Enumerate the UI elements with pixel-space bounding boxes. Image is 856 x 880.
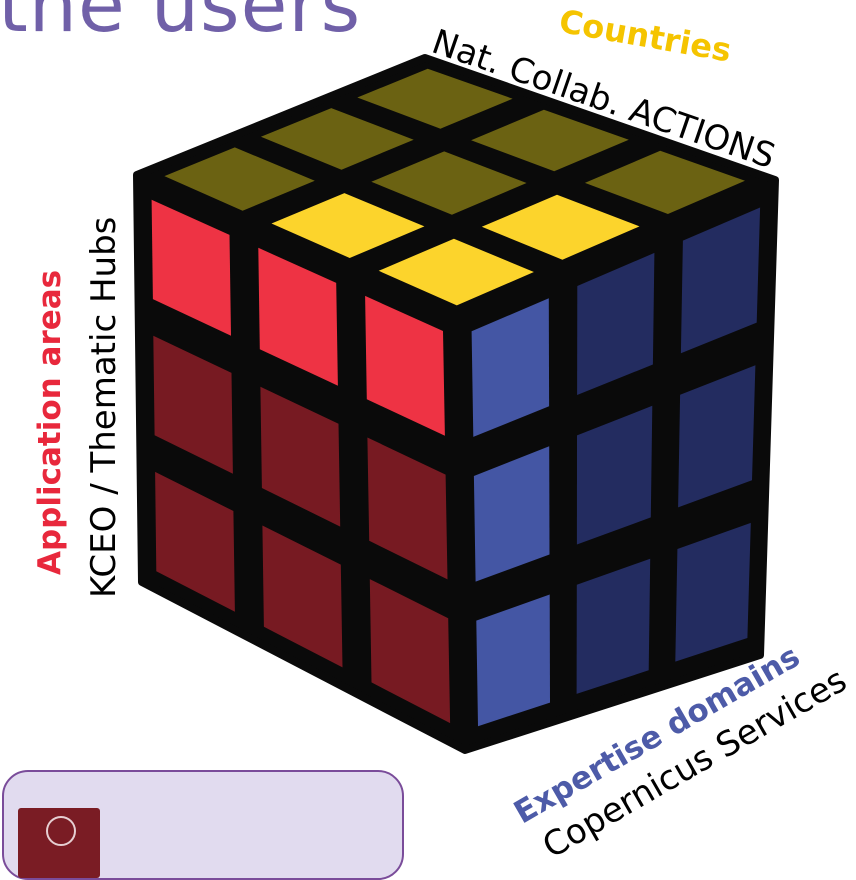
top-face-sticker-2-2 <box>378 238 534 306</box>
kceo-thematic-hubs-label: KCEO / Thematic Hubs <box>84 216 124 598</box>
application-areas-label: Application areas <box>32 269 68 575</box>
front-face-sticker-0-0 <box>151 199 231 336</box>
top-face-sticker-0-0 <box>357 68 513 129</box>
right-face-sticker-2-1 <box>576 558 651 694</box>
front-face-sticker-1-1 <box>260 386 341 527</box>
front-face-sticker-1-2 <box>367 437 448 580</box>
top-face-sticker-1-0 <box>260 108 414 170</box>
cube-stickers <box>151 68 761 727</box>
right-face-sticker-0-1 <box>577 252 655 395</box>
right-face-sticker-1-1 <box>576 405 653 545</box>
top-face-sticker-2-0 <box>164 147 315 211</box>
callout-box <box>2 770 404 880</box>
front-face-sticker-1-0 <box>153 335 233 474</box>
right-face-sticker-1-2 <box>678 365 756 508</box>
front-face-sticker-0-2 <box>365 295 445 436</box>
front-face-sticker-2-2 <box>369 579 451 724</box>
right-face-sticker-0-2 <box>680 207 761 354</box>
right-face-sticker-2-2 <box>675 522 751 662</box>
front-face-sticker-2-0 <box>155 471 235 612</box>
right-face-sticker-1-0 <box>473 446 550 582</box>
right-face-sticker-2-0 <box>476 594 550 727</box>
front-face-sticker-0-1 <box>258 247 338 386</box>
ring-icon <box>46 816 76 846</box>
top-face-sticker-0-1 <box>471 109 629 172</box>
top-face-sticker-1-2 <box>481 194 640 260</box>
top-face-sticker-1-1 <box>371 151 527 215</box>
page-title: the users <box>0 0 362 49</box>
top-face-sticker-2-1 <box>271 193 425 258</box>
top-face-sticker-0-2 <box>584 150 745 214</box>
front-face-sticker-2-1 <box>262 525 343 668</box>
right-face-sticker-0-0 <box>471 298 550 437</box>
rubiks-cube-diagram <box>133 54 779 754</box>
callout-icon <box>18 808 100 878</box>
